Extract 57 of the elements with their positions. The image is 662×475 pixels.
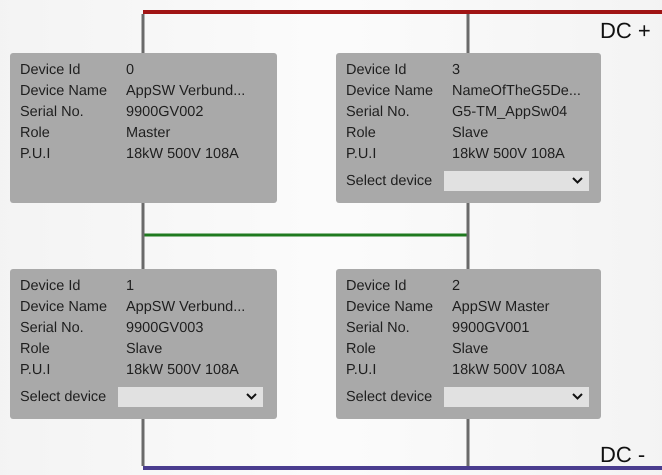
field-value: 9900GV002: [126, 104, 204, 120]
field-label: Role: [346, 340, 377, 356]
field-value: 0: [126, 62, 136, 78]
field-label: Device Name: [20, 298, 108, 314]
bus-label: DC +: [600, 18, 651, 44]
field-label: Role: [346, 124, 377, 140]
connector-line: [142, 419, 144, 466]
field-value: 18kW 500V 108A: [452, 362, 566, 378]
field-label: P.U.I: [20, 362, 52, 378]
connector-line: [466, 419, 470, 466]
bus-bar: [143, 466, 662, 470]
field-label: Select device: [20, 388, 108, 404]
bus-bar: [143, 10, 662, 14]
field-value: 18kW 500V 108A: [126, 146, 240, 162]
field-label: Device Id: [346, 278, 408, 294]
device-card: [10, 269, 277, 419]
field-value: 9900GV001: [452, 320, 530, 336]
field-value: 1: [126, 278, 136, 294]
field-value: Slave: [452, 340, 490, 356]
field-value: AppSW Verbund...: [126, 82, 246, 98]
field-value: Slave: [126, 340, 164, 356]
field-label: Device Id: [20, 62, 82, 78]
field-label: Select device: [346, 388, 434, 404]
device-card: [336, 53, 601, 203]
field-value: AppSW Master: [452, 298, 550, 314]
field-value: 18kW 500V 108A: [126, 362, 240, 378]
field-label: Serial No.: [346, 104, 411, 120]
connector-line: [466, 14, 470, 53]
field-value: Master: [126, 124, 172, 140]
field-label: P.U.I: [346, 362, 378, 378]
field-label: Device Id: [20, 278, 82, 294]
field-label: Device Id: [346, 62, 408, 78]
device-card: [336, 269, 601, 419]
field-value: 2: [452, 278, 462, 294]
field-label: P.U.I: [346, 146, 378, 162]
device-card: [10, 53, 277, 203]
field-label: Role: [20, 340, 51, 356]
connector-line: [466, 203, 470, 269]
field-label: Serial No.: [20, 104, 85, 120]
field-value: 3: [452, 62, 462, 78]
bus-label: DC -: [600, 442, 646, 468]
field-label: Select device: [346, 172, 434, 188]
field-label: Device Name: [346, 298, 434, 314]
field-label: Serial No.: [346, 320, 411, 336]
field-value: AppSW Verbund...: [126, 298, 246, 314]
field-value: 9900GV003: [126, 320, 204, 336]
connector-line: [142, 14, 144, 53]
field-value: Slave: [452, 124, 490, 140]
field-label: Serial No.: [20, 320, 85, 336]
field-value: G5-TM_AppSw04: [452, 104, 568, 120]
connector-line: [142, 203, 144, 269]
field-label: P.U.I: [20, 146, 52, 162]
field-label: Role: [20, 124, 51, 140]
field-value: 18kW 500V 108A: [452, 146, 566, 162]
field-label: Device Name: [20, 82, 108, 98]
field-value: NameOfTheG5De...: [452, 82, 582, 98]
field-label: Device Name: [346, 82, 434, 98]
